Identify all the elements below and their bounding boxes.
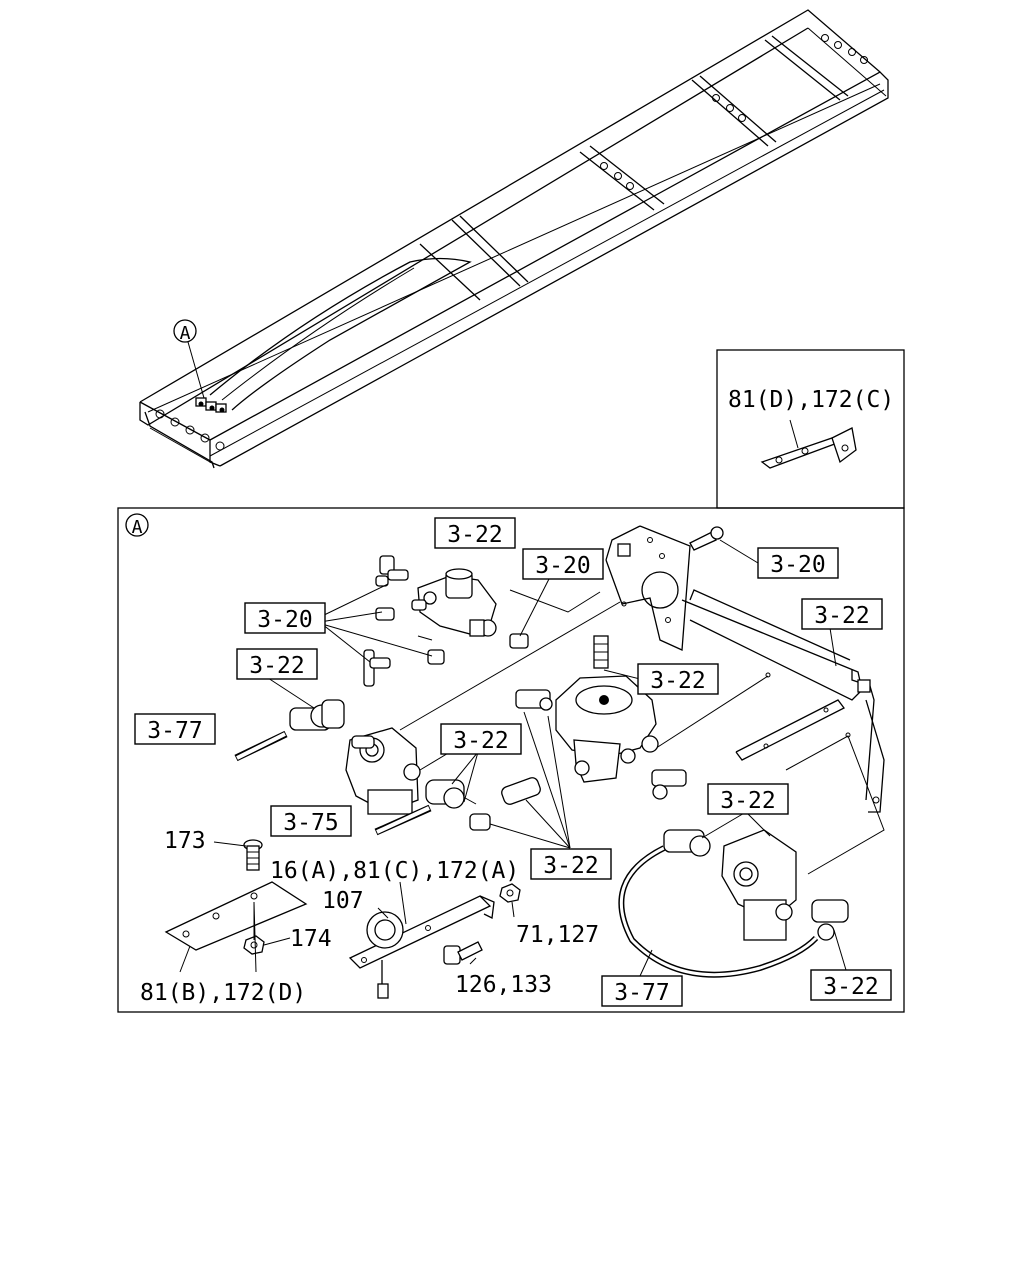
chassis-frame: A	[139, 9, 889, 469]
upper-relay-valve	[363, 555, 529, 687]
leader-lines	[179, 539, 847, 977]
callout-377-bottom: 3-77	[601, 975, 683, 1007]
tubes	[234, 730, 819, 978]
callout-322-top: 3-22	[434, 517, 516, 549]
strap-bracket-107	[348, 895, 495, 999]
callout-322-valve: 3-22	[637, 663, 719, 695]
inset-detail: 81(D),172(C)	[716, 349, 905, 509]
callout-320-left-label: 3-20	[257, 607, 312, 633]
callout-322-bracket-label: 3-22	[814, 603, 869, 629]
callout-377-left: 3-77	[134, 713, 216, 745]
fitting-small-3	[427, 649, 445, 665]
lower-relay-valve	[663, 829, 849, 941]
bracket-81b	[164, 881, 308, 951]
frame-parts-cluster	[195, 397, 227, 413]
callout-377-bottom-label: 3-77	[614, 980, 669, 1006]
callout-320-bolt: 3-20	[757, 547, 839, 579]
callout-322-right-top: 3-22	[707, 783, 789, 815]
label-81b-172d: 81(B),172(D)	[140, 980, 306, 1006]
fitting-small-1	[375, 607, 395, 621]
left-relay-valve	[289, 699, 541, 831]
callout-322-right-bottom-label: 3-22	[823, 974, 878, 1000]
nut-174	[243, 935, 265, 955]
callout-320-center-label: 3-20	[535, 553, 590, 579]
label-174: 174	[290, 926, 332, 952]
reference-lines	[399, 589, 885, 875]
label-107: 107	[322, 888, 364, 914]
top-bolt	[689, 526, 724, 551]
callout-322-right-top-label: 3-22	[720, 788, 775, 814]
fitting-elbow-right	[509, 633, 529, 649]
bolt-126	[443, 941, 483, 965]
callout-322-mid-label: 3-22	[453, 728, 508, 754]
frame-marker-circle	[173, 319, 197, 343]
label-173: 173	[164, 828, 206, 854]
fitting-small-2	[411, 599, 427, 611]
callout-375-label: 3-75	[283, 810, 338, 836]
callout-322-lower-label: 3-22	[543, 853, 598, 879]
inset-label: 81(D),172(C)	[728, 387, 894, 413]
callout-322-left: 3-22	[236, 648, 318, 680]
callout-320-left: 3-20	[244, 602, 326, 634]
detail-marker-circle	[125, 513, 149, 537]
tee-fitting-low	[363, 649, 391, 687]
label-71-127: 71,127	[516, 922, 599, 948]
callout-320-bolt-label: 3-20	[770, 552, 825, 578]
quick-release-valve	[515, 635, 687, 800]
callout-375: 3-75	[270, 805, 352, 837]
detail-frame	[117, 507, 905, 1013]
callout-320-center: 3-20	[522, 548, 604, 580]
tee-fitting-top	[375, 555, 409, 587]
label-126-133: 126,133	[455, 972, 552, 998]
callout-322-valve-label: 3-22	[650, 668, 705, 694]
callout-322-lower: 3-22	[530, 848, 612, 880]
callout-322-bracket: 3-22	[801, 598, 883, 630]
detail-marker-label: A	[132, 517, 143, 538]
callout-322-right-bottom: 3-22	[810, 969, 892, 1001]
rail-holes	[155, 34, 868, 451]
bolt-173	[243, 839, 263, 871]
callout-377-left-label: 3-77	[147, 718, 202, 744]
callout-322-left-label: 3-22	[249, 653, 304, 679]
washer-71	[499, 883, 521, 903]
frame-marker-label: A	[180, 323, 191, 344]
callout-322-top-label: 3-22	[447, 522, 502, 548]
label-16-81-172: 16(A),81(C),172(A)	[270, 858, 519, 884]
callout-322-mid: 3-22	[440, 723, 522, 755]
